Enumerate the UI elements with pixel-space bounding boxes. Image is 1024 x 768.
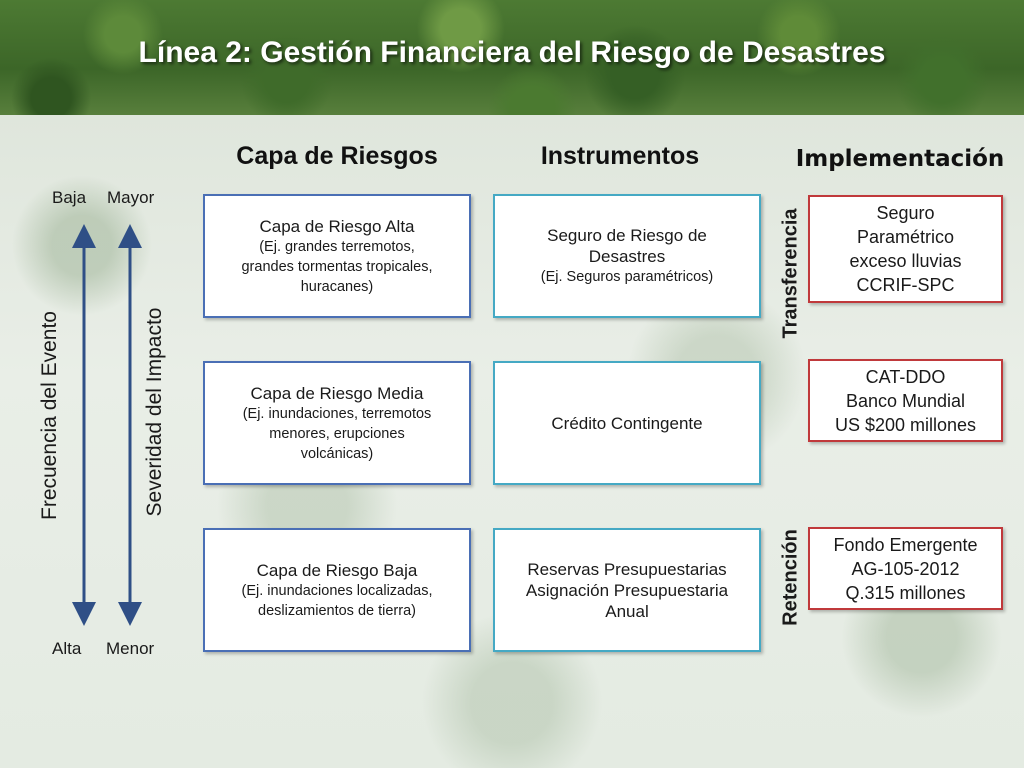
implementacion-1-line-3: exceso lluvias bbox=[849, 251, 962, 271]
slide-title: Línea 2: Gestión Financiera del Riesgo d… bbox=[138, 36, 886, 69]
implementacion-2-line-3: US $200 millones bbox=[834, 414, 977, 435]
instrumento-seguro-line-2: Desastres bbox=[588, 247, 666, 266]
capa-media-title: Capa de Riesgo Media bbox=[250, 383, 424, 403]
instrumento-seguro-sub: (Ej. Seguros paramétricos) bbox=[540, 269, 714, 285]
instrumento-reservas-box: Reservas Presupuestarias Asignación Pres… bbox=[493, 528, 761, 652]
forest-banner bbox=[0, 0, 1024, 115]
implementacion-3-line-3: Q.315 millones bbox=[845, 582, 966, 603]
label-retencion: Retención bbox=[779, 529, 802, 626]
instrumento-credito-line-1: Crédito Contingente bbox=[551, 413, 703, 433]
capa-media-sub-2: menores, erupciones bbox=[269, 425, 405, 442]
capa-alta-sub-3: huracanes) bbox=[300, 278, 374, 295]
capa-alta-sub-1: (Ej. grandes terremotos, bbox=[259, 238, 415, 255]
label-alta: Alta bbox=[52, 639, 82, 658]
implementacion-3-line-2: AG-105-2012 bbox=[851, 558, 960, 579]
capa-baja-title: Capa de Riesgo Baja bbox=[256, 560, 418, 580]
capa-media-box: Capa de Riesgo Media (Ej. inundaciones, … bbox=[203, 361, 471, 485]
instrumento-credito-box: Crédito Contingente bbox=[493, 361, 761, 485]
capa-media-sub-3: volcánicas) bbox=[300, 445, 374, 462]
instrumento-seguro-line-1: Seguro de Riesgo de bbox=[547, 226, 707, 245]
implementacion-1-line-4: CCRIF-SPC bbox=[856, 275, 955, 295]
implementacion-fondo-emergente-box: Fondo Emergente AG-105-2012 Q.315 millon… bbox=[808, 527, 1003, 610]
implementacion-2-line-2: Banco Mundial bbox=[845, 390, 966, 411]
implementacion-seguro-parametrico-box: Seguro Paramétrico exceso lluvias CCRIF-… bbox=[808, 195, 1003, 303]
capa-baja-box: Capa de Riesgo Baja (Ej. inundaciones lo… bbox=[203, 528, 471, 652]
implementacion-2-line-1: CAT-DDO bbox=[865, 366, 946, 387]
label-mayor: Mayor bbox=[107, 188, 155, 207]
capa-alta-box: Capa de Riesgo Alta (Ej. grandes terremo… bbox=[203, 194, 471, 318]
label-severidad-del-impacto: Severidad del Impacto bbox=[143, 307, 166, 517]
capa-baja-sub-2: deslizamientos de tierra) bbox=[258, 602, 416, 619]
label-baja: Baja bbox=[52, 188, 87, 207]
implementacion-1-line-2: Paramétrico bbox=[856, 227, 955, 247]
instrumento-reservas-line-1: Reservas Presupuestarias bbox=[527, 559, 727, 579]
label-frecuencia-del-evento: Frecuencia del Evento bbox=[38, 311, 61, 520]
header-implementacion: Implementación bbox=[795, 146, 1005, 172]
capa-media-sub-1: (Ej. inundaciones, terremotos bbox=[242, 405, 432, 422]
header-instrumentos: Instrumentos bbox=[540, 142, 700, 170]
instrumento-reservas-line-3: Anual bbox=[605, 601, 649, 621]
capa-baja-sub-1: (Ej. inundaciones localizadas, bbox=[241, 582, 433, 599]
instrumento-reservas-line-2: Asignación Presupuestaria bbox=[525, 580, 729, 600]
implementacion-3-line-1: Fondo Emergente bbox=[833, 534, 978, 555]
header-capa-de-riesgos: Capa de Riesgos bbox=[236, 142, 438, 170]
capa-alta-title: Capa de Riesgo Alta bbox=[259, 216, 415, 236]
capa-alta-sub-2: grandes tormentas tropicales, bbox=[241, 258, 433, 275]
label-transferencia: Transferencia bbox=[779, 208, 802, 339]
implementacion-1-line-1: Seguro bbox=[876, 203, 935, 223]
instrumento-seguro-box: Seguro de Riesgo de Desastres (Ej. Segur… bbox=[493, 194, 761, 318]
implementacion-cat-ddo-box: CAT-DDO Banco Mundial US $200 millones bbox=[808, 359, 1003, 442]
label-menor: Menor bbox=[106, 639, 155, 658]
